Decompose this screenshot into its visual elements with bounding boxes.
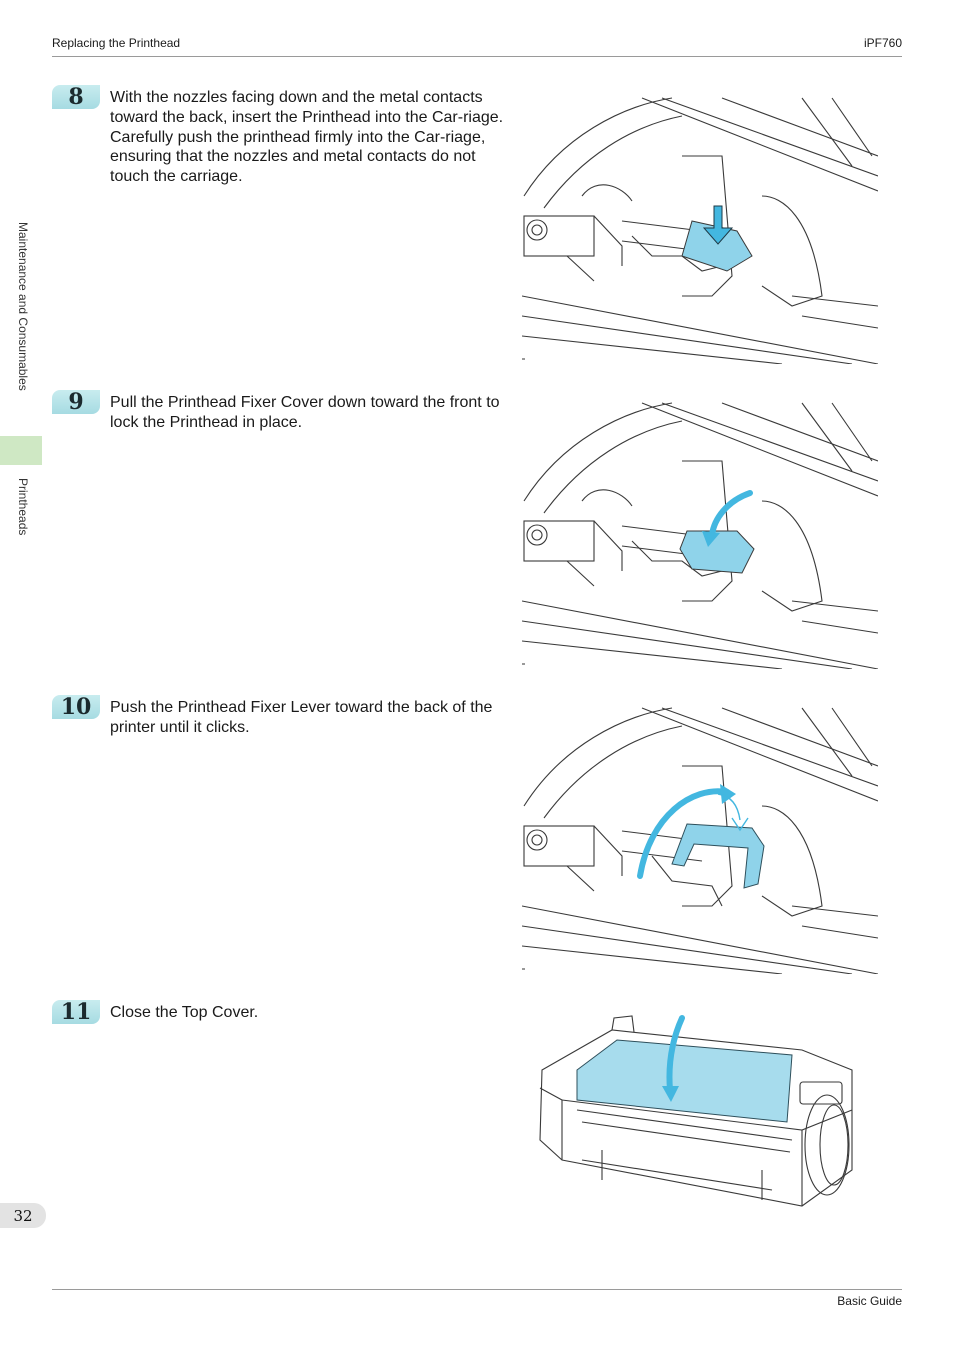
sidebar-chapter-label: Maintenance and Consumables — [16, 222, 30, 391]
footer-guide-title: Basic Guide — [837, 1294, 902, 1308]
footer-divider — [52, 1289, 902, 1290]
running-header-model: iPF760 — [863, 36, 902, 50]
step-11-illustration — [539, 1015, 853, 1207]
step-8-text: With the nozzles facing down and the met… — [110, 89, 504, 186]
step-11-badge: 11 — [52, 999, 100, 1025]
step-10-badge: 10 — [52, 694, 100, 720]
running-header-section: Replacing the Printhead — [52, 36, 181, 50]
sidebar-tab — [0, 436, 42, 465]
step-8-badge: 8 — [52, 84, 100, 110]
step-9-text: Pull the Printhead Fixer Cover down towa… — [110, 394, 500, 431]
step-10-text: Push the Printhead Fixer Lever toward th… — [110, 699, 493, 736]
step-8-illustration — [522, 97, 878, 364]
step-9-badge: 9 — [52, 389, 100, 415]
step-10-illustration — [522, 707, 878, 974]
page-number: 32 — [0, 1203, 46, 1228]
step-11-text: Close the Top Cover. — [110, 1004, 259, 1021]
sidebar-section-label: Printheads — [16, 478, 30, 536]
header-divider — [52, 56, 902, 57]
step-9-illustration — [522, 402, 878, 669]
